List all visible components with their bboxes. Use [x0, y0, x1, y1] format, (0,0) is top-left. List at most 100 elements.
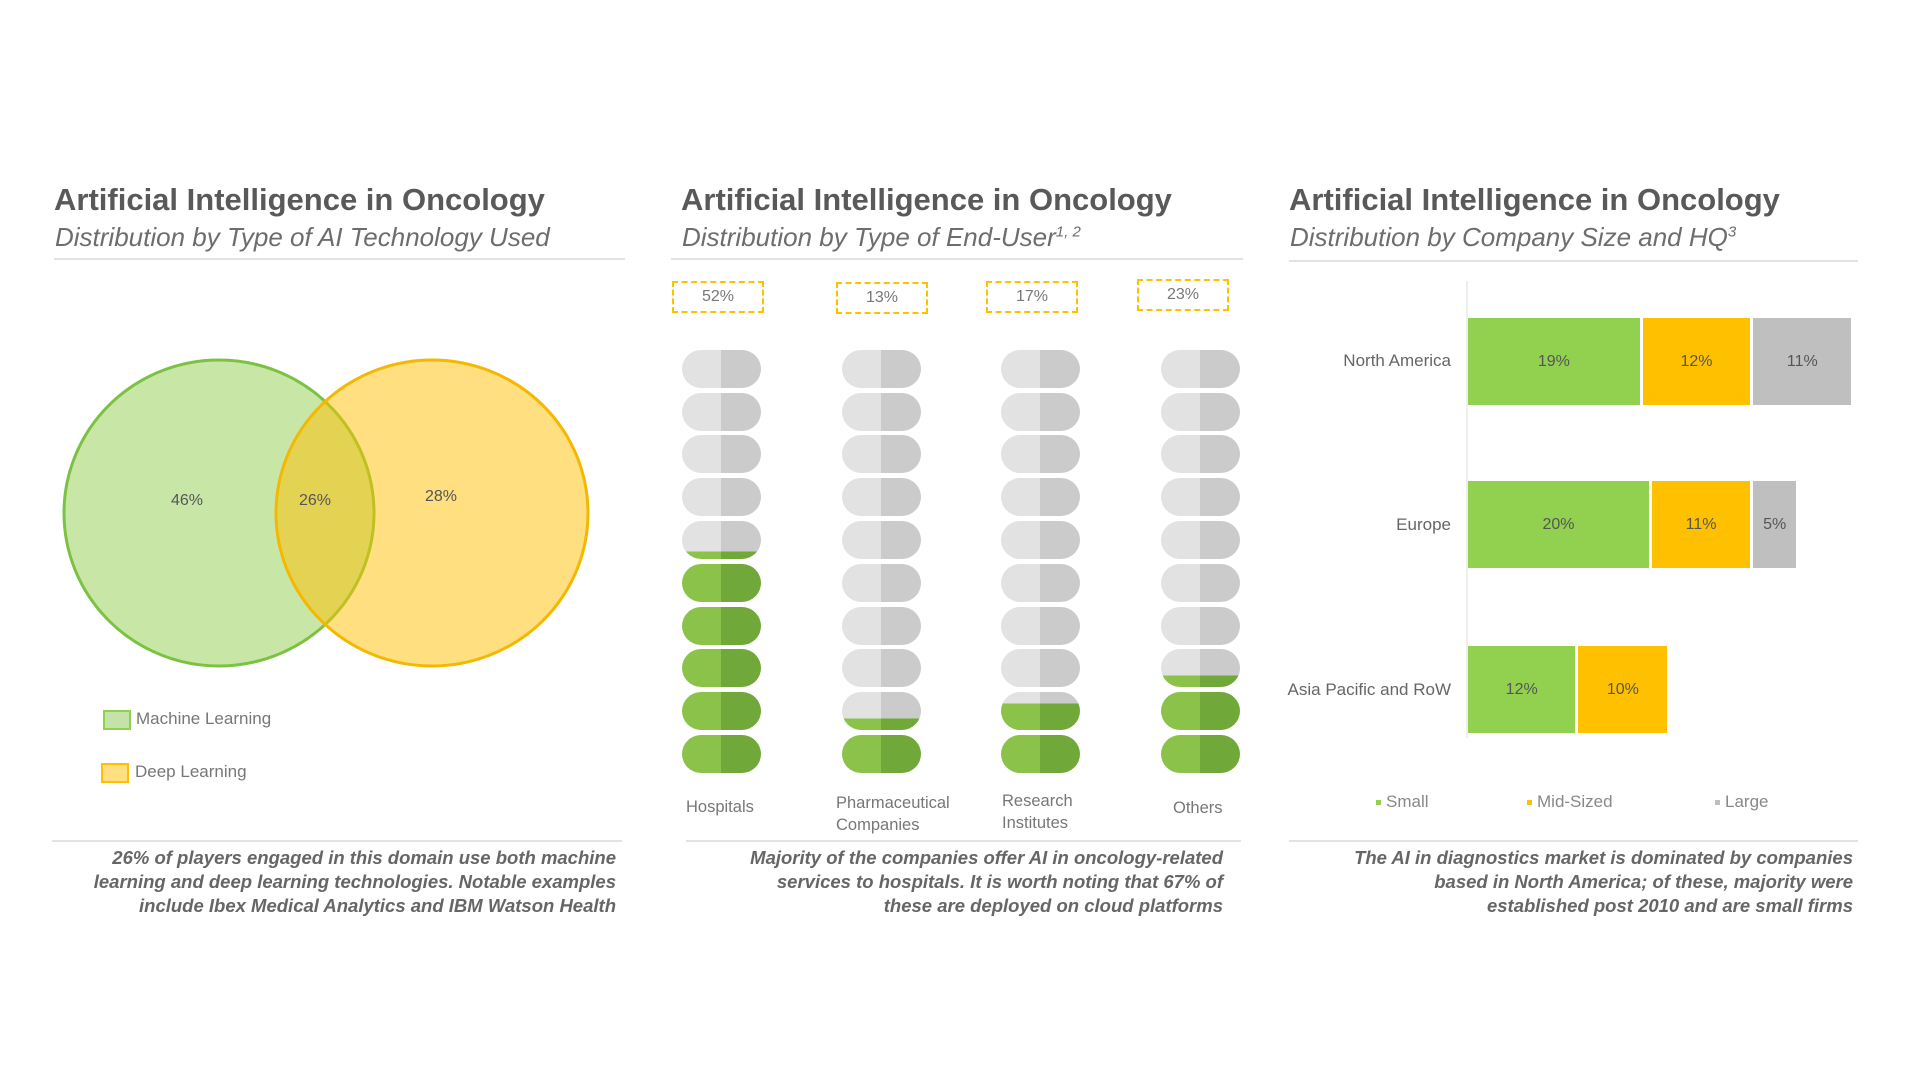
pictogram-unit: [1160, 435, 1240, 474]
pill-right-half: [1200, 349, 1240, 388]
caption-line: Majority of the companies offer AI in on…: [750, 847, 1223, 868]
venn-diagram: [62, 358, 590, 668]
pill-left-half: [1000, 735, 1040, 773]
pill-right-half: [1040, 735, 1080, 773]
bar-segment-mid-sized: 12%: [1642, 318, 1754, 405]
pictogram-unit: [681, 606, 761, 645]
pill-right-half: [1200, 392, 1240, 431]
divider: [1289, 260, 1858, 262]
bar-segment-small: 20%: [1468, 481, 1652, 568]
divider: [671, 258, 1243, 260]
pictogram-unit: [1160, 649, 1240, 688]
legend-item-mid-sized: Mid-Sized: [1527, 792, 1613, 812]
panel1-caption: 26% of players engaged in this domain us…: [40, 846, 616, 918]
caption-line: these are deployed on cloud platforms: [883, 895, 1223, 916]
bar-value-label: 5%: [1763, 515, 1787, 533]
label-line: Others: [1173, 799, 1223, 817]
legend-dot-small: [1376, 800, 1381, 806]
label-line: Hospitals: [686, 798, 754, 816]
pill-right-half: [721, 478, 761, 517]
pill-right-half: [1200, 563, 1240, 602]
pill-left-half: [681, 478, 721, 517]
y-axis-line: [1466, 281, 1468, 738]
label-line: Research: [1002, 792, 1073, 810]
pictogram-unit: [841, 478, 921, 517]
footnote-ref: 1, 2: [1055, 223, 1081, 241]
pill-right-half: [881, 692, 921, 731]
legend-swatch-deep-learning: [101, 763, 129, 783]
pill-left-half: [1000, 692, 1040, 731]
pill-left-half: [1000, 392, 1040, 431]
pill-right-half: [881, 735, 921, 773]
pictogram-unit: [841, 563, 921, 602]
legend-label-deep-learning: Deep Learning: [135, 762, 247, 781]
pill-right-half: [721, 692, 761, 731]
venn-circle-deep-learning: [274, 358, 590, 668]
pictogram-unit: [681, 735, 761, 773]
pill-right-half: [1200, 735, 1240, 773]
panel3-subtitle-text: Distribution by Company Size and HQ: [1290, 222, 1728, 252]
pill-right-half: [881, 392, 921, 431]
pill-left-half: [1160, 649, 1200, 688]
pill-right-half: [721, 349, 761, 388]
pill-right-half: [881, 563, 921, 602]
footnote-ref: 3: [1727, 223, 1737, 241]
pill-left-half: [681, 392, 721, 431]
bar-value-label: 11%: [1685, 515, 1717, 533]
pill-left-half: [1160, 692, 1200, 731]
pictogram-unit: [1160, 349, 1240, 388]
label-line: Institutes: [1002, 814, 1069, 832]
pictogram-unit: [841, 692, 921, 731]
pill-right-half: [721, 735, 761, 773]
pictogram-unit: [681, 521, 761, 559]
legend-label-machine-learning: Machine Learning: [136, 709, 272, 728]
pictogram-unit: [681, 649, 761, 688]
pill-left-half: [1000, 649, 1040, 688]
pictogram-unit: [681, 692, 761, 731]
row-label-europe: Europe: [1396, 515, 1451, 534]
pill-right-half: [1040, 606, 1080, 645]
pictogram-unit: [841, 606, 921, 645]
panel2-subtitle: Distribution by Type of End-User1, 2: [682, 222, 1081, 253]
pill-right-half: [1040, 349, 1080, 388]
pill-left-half: [841, 606, 881, 645]
caption-line: established post 2010 and are small firm…: [1486, 895, 1853, 916]
pill-right-half: [1200, 692, 1240, 731]
pill-left-half: [681, 606, 721, 645]
pill-right-half: [721, 392, 761, 431]
panel3-subtitle: Distribution by Company Size and HQ3: [1290, 222, 1736, 253]
pill-left-half: [841, 563, 881, 602]
pill-left-half: [1160, 392, 1200, 431]
panel3-caption: The AI in diagnostics market is dominate…: [1280, 846, 1853, 918]
pictogram-unit: [1000, 735, 1080, 773]
venn-label-intersection: 26%: [299, 492, 332, 509]
bar-value-label: 12%: [1680, 352, 1713, 370]
pill-right-half: [1200, 649, 1240, 688]
pill-left-half: [681, 521, 721, 559]
pictogram-unit: [681, 392, 761, 431]
pill-right-half: [1040, 563, 1080, 602]
pill-right-half: [1040, 649, 1080, 688]
pictogram-unit: [1000, 563, 1080, 602]
pill-left-half: [1160, 349, 1200, 388]
pictogram-unit: [1160, 521, 1240, 559]
pill-right-half: [881, 435, 921, 474]
pictogram-unit: [1160, 478, 1240, 517]
pill-right-half: [721, 606, 761, 645]
panel1-title: Artificial Intelligence in Oncology: [54, 182, 545, 217]
panel1-subtitle: Distribution by Type of AI Technology Us…: [55, 222, 550, 252]
legend-label: Mid-Sized: [1537, 792, 1613, 811]
value-box-research: 17%: [986, 281, 1078, 313]
divider: [52, 840, 622, 842]
legend-dot-large: [1715, 800, 1720, 806]
bar-segment-large: 11%: [1753, 318, 1855, 405]
legend-label: Small: [1386, 792, 1429, 811]
caption-line: services to hospitals. It is worth notin…: [776, 871, 1223, 892]
pictogram-unit: [1160, 392, 1240, 431]
venn-label-ml-only: 46%: [171, 492, 204, 509]
pill-right-half: [721, 649, 761, 688]
pictogram-unit: [1000, 649, 1080, 688]
caption-line: learning and deep learning technologies.…: [93, 871, 616, 892]
legend-label: Large: [1725, 792, 1769, 811]
